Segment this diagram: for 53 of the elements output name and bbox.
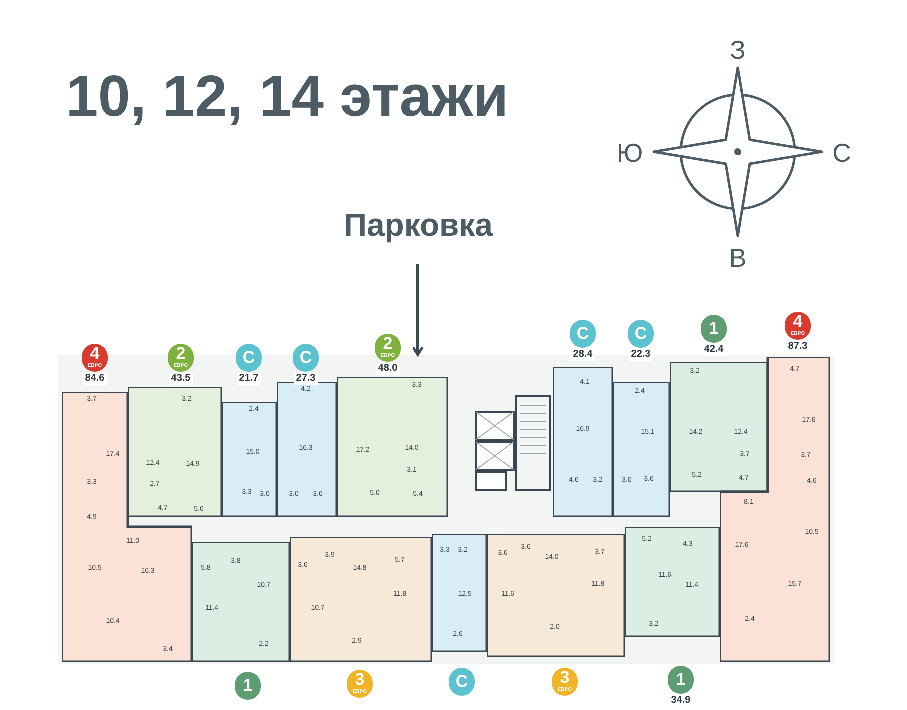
area-value: 27.3 [294,373,318,385]
apartment-plan [222,402,277,517]
apartment-type-badge [628,320,654,348]
apartment-plan [613,382,670,517]
area-value: 43.5 [169,373,193,385]
room-count: С [576,325,590,343]
apartment-plan [290,537,432,662]
apartment-plan [487,534,625,657]
area-value: 22.3 [629,349,653,361]
arrow [412,264,424,356]
room-count: 2 [176,345,186,363]
compass-direction: В [729,244,747,272]
apartment-type-badge [235,672,261,700]
apartment-type-badge [668,666,694,694]
apartment-type-badge [236,344,262,372]
apartment-type-badge [785,312,811,340]
apartment-plan [128,387,222,517]
room-count: С [634,325,648,343]
compass-direction: Ю [616,139,644,167]
apartment-type-badge [347,670,373,698]
parking-label: Парковка [344,208,493,242]
room-count: 1 [243,677,253,695]
apartment-type-badge [449,668,475,696]
room-count: 3 [560,669,570,687]
area-value: 84.6 [83,373,107,385]
apartment-type-badge [293,344,319,372]
apartment-plan [670,362,768,492]
area-value: 21.7 [237,373,261,385]
area-value: 48.0 [376,363,400,375]
apartment-plan [277,382,337,517]
room-count: С [242,349,256,367]
apartment-type-badge [701,315,727,343]
room-count: С [456,673,468,691]
room-count: 4 [90,345,100,363]
apartment-type-badge [552,668,578,696]
apartment-type-badge [82,344,108,372]
apartment-type-badge [375,334,401,362]
room-count: 1 [709,320,719,338]
apartment-type-badge [168,344,194,372]
room-count: С [300,349,312,367]
area-value: 28.4 [571,349,595,361]
compass-direction: З [730,36,746,64]
room-count: 2 [383,335,393,353]
room-count: 1 [676,671,686,689]
compass-direction: С [832,139,852,167]
apartment-plan [720,357,830,662]
apartment-type-badge [570,320,596,348]
area-value: 42.4 [702,344,726,356]
title: 10, 12, 14 этажи [66,64,509,130]
room-count: 3 [355,671,365,689]
apartment-plan [553,367,613,517]
apartment-plan [337,377,448,517]
room-count: 4 [793,313,803,331]
